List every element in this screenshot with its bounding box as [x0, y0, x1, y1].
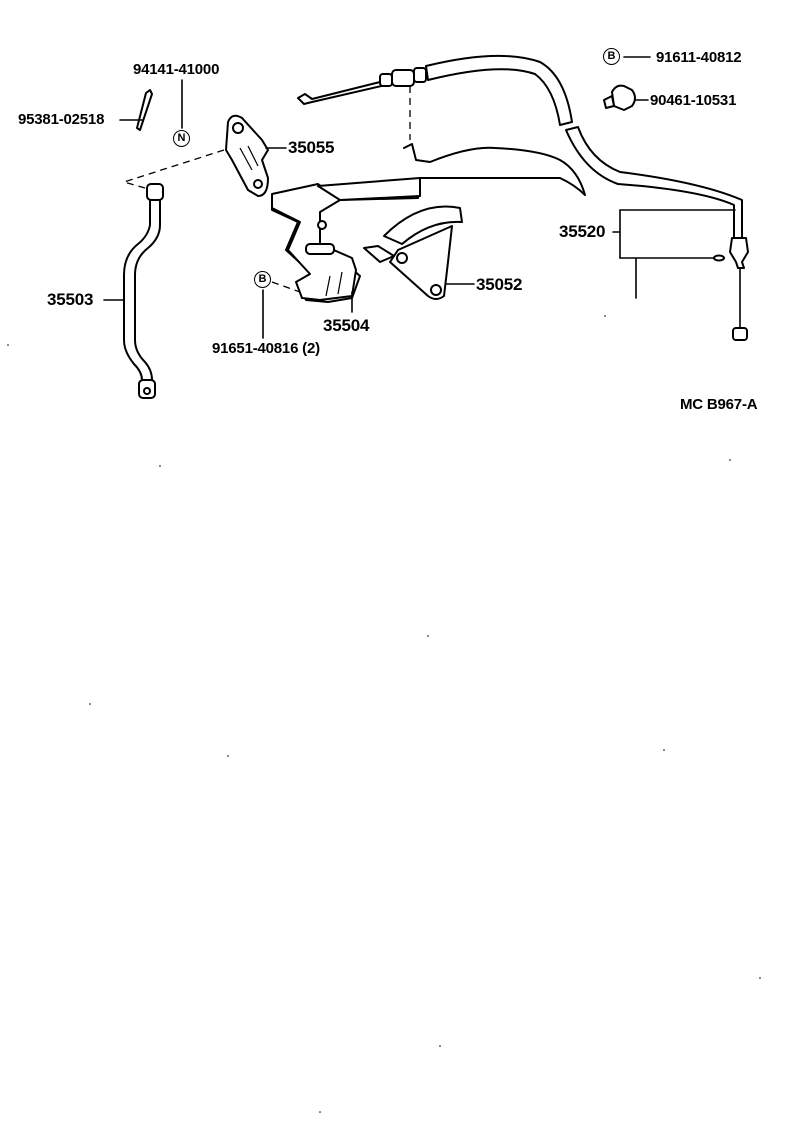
part-label-90461-10531: 90461-10531 — [650, 92, 737, 109]
diagram-code: MC B967-A — [680, 396, 758, 413]
part-label-35055: 35055 — [288, 138, 335, 157]
part-label-35052: 35052 — [476, 275, 523, 294]
part-label-35520: 35520 — [559, 222, 606, 241]
cotter-pin-icon — [119, 89, 153, 131]
part-label-35503: 35503 — [47, 290, 94, 309]
bolt-marker-icon: B — [603, 48, 620, 65]
clip-90461-icon — [603, 84, 649, 111]
rod-35503-icon — [103, 183, 164, 399]
clevis-35055-icon — [225, 114, 287, 197]
bolt-marker-icon: B — [254, 271, 271, 288]
sector-35052-icon — [363, 205, 475, 300]
part-label-95381-02518: 95381-02518 — [18, 111, 105, 128]
bracket-35504-icon — [271, 143, 586, 313]
nut-marker-icon: N — [173, 130, 190, 147]
part-label-91611-40812: 91611-40812 — [656, 49, 742, 66]
part-label-35504: 35504 — [323, 316, 370, 335]
part-label-94141-41000: 94141-41000 — [133, 61, 220, 78]
part-label-91651-40816: 91651-40816 (2) — [212, 340, 320, 357]
cable-35520-icon — [297, 54, 749, 341]
